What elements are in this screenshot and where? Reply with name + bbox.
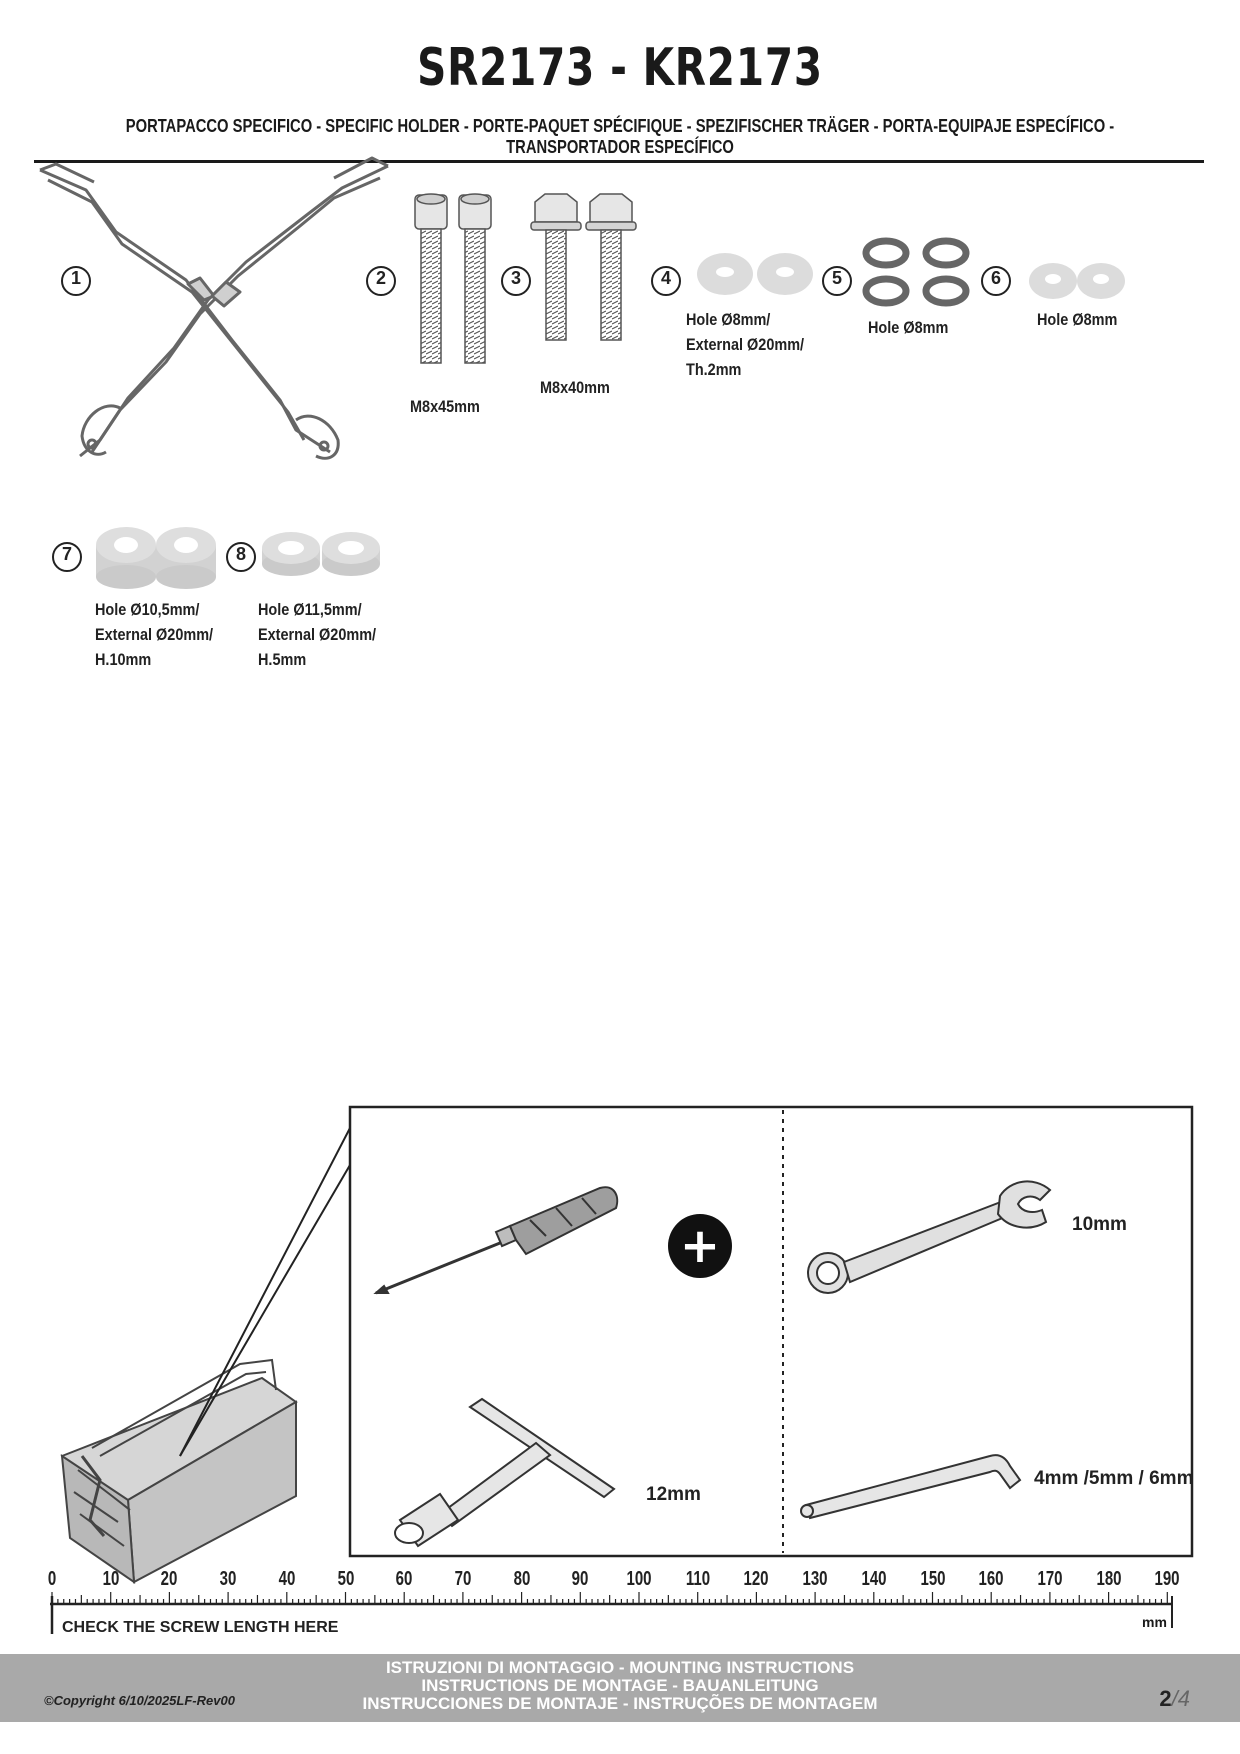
spring-washers-illustration (862, 237, 970, 307)
ruler-tick-label: 50 (337, 1568, 354, 1590)
ruler-tick-label: 190 (1154, 1568, 1180, 1590)
ruler-tick-label: 40 (278, 1568, 296, 1590)
ruler-tick-label: 0 (47, 1568, 57, 1590)
copyright-notice: ©Copyright 6/10/2025LF-Rev00 (44, 1693, 235, 1708)
part-caption-6: Hole Ø8mm (1037, 310, 1118, 329)
ruler-tick-label: 20 (161, 1568, 178, 1590)
part-number-markers (52, 266, 1011, 572)
small-washers-illustration (1029, 263, 1125, 299)
socket-size-label: 12mm (646, 1484, 701, 1505)
header-rule (34, 160, 1204, 163)
ruler-tick-label: 30 (219, 1568, 237, 1590)
ruler-tick-label: 150 (919, 1568, 946, 1590)
part-caption-3: M8x40mm (540, 378, 610, 397)
part-caption-7: Hole Ø10,5mm/ External Ø20mm/ H.10mm (95, 600, 214, 669)
plus-symbol: + (680, 1218, 720, 1274)
ruler-unit: mm (1142, 1614, 1167, 1630)
ruler-tick-label: 140 (861, 1568, 887, 1590)
thin-spacers-illustration (262, 532, 380, 576)
page-total: /4 (1171, 1686, 1190, 1711)
part-caption-8: Hole Ø11,5mm/ External Ø20mm/ H.5mm (258, 600, 377, 669)
footer-line-3: INSTRUCCIONES DE MONTAJE - INSTRUÇÕES DE… (362, 1694, 878, 1713)
toolbox-illustration (60, 1358, 298, 1585)
ruler-tick-label: 90 (571, 1568, 589, 1590)
plus-circle-icon (668, 1214, 732, 1278)
wrench-size-label: 10mm (1072, 1214, 1127, 1235)
ruler-tick-label: 70 (454, 1568, 472, 1590)
part-number-7: 7 (61, 544, 73, 564)
ruler-tick-label: 10 (102, 1568, 120, 1590)
combination-wrench-icon (807, 1180, 1052, 1294)
ruler-tick-label: 60 (395, 1568, 413, 1590)
part-number-8: 8 (235, 544, 247, 564)
ruler-tick-label: 100 (626, 1568, 652, 1590)
ruler-tick-label: 170 (1037, 1568, 1063, 1590)
document-subtitle: PORTAPACCO SPECIFICO - SPECIFIC HOLDER -… (125, 116, 1115, 157)
socket-head-bolts-illustration (414, 193, 492, 364)
ruler-tick-label: 120 (743, 1568, 769, 1590)
footer-line-1: ISTRUZIONI DI MONTAGGIO - MOUNTING INSTR… (385, 1658, 855, 1677)
thick-spacers-illustration (96, 527, 216, 589)
rack-frame-illustration (39, 156, 389, 460)
footer-line-2: INSTRUCTIONS DE MONTAGE - BAUANLEITUNG (421, 1676, 819, 1695)
screwdriver-icon (373, 1186, 619, 1295)
page-number: 2/4 (1159, 1686, 1190, 1712)
part-number-5: 5 (831, 268, 843, 288)
footer-bar (0, 1654, 1240, 1722)
ruler-tick-label: 110 (685, 1568, 710, 1590)
part-caption-5: Hole Ø8mm (868, 318, 949, 337)
ruler-instruction: CHECK THE SCREW LENGTH HERE (62, 1619, 339, 1636)
hex-flange-bolts-illustration (530, 193, 637, 341)
ruler-tick-label: 180 (1096, 1568, 1122, 1590)
part-caption-4: Hole Ø8mm/ External Ø20mm/ Th.2mm (686, 310, 805, 379)
part-number-4: 4 (660, 268, 672, 288)
part-caption-2: M8x45mm (410, 397, 480, 416)
ruler-tick-label: 130 (802, 1568, 828, 1590)
part-number-2: 2 (375, 268, 387, 288)
allen-key-icon (800, 1454, 1022, 1520)
measurement-ruler (50, 1592, 1173, 1634)
flat-washers-illustration (697, 253, 813, 295)
ruler-tick-label: 80 (513, 1568, 530, 1590)
allen-size-label: 4mm /5mm / 6mm (1034, 1468, 1194, 1489)
t-socket-wrench-icon (394, 1397, 616, 1548)
document-title: SR2173 - KR2173 (417, 38, 823, 98)
page-current: 2 (1159, 1686, 1172, 1711)
part-number-6: 6 (990, 268, 1002, 288)
part-number-1: 1 (70, 268, 82, 288)
callout-lines (179, 1127, 351, 1457)
ruler-tick-label: 160 (978, 1568, 1004, 1590)
part-number-3: 3 (510, 268, 522, 288)
